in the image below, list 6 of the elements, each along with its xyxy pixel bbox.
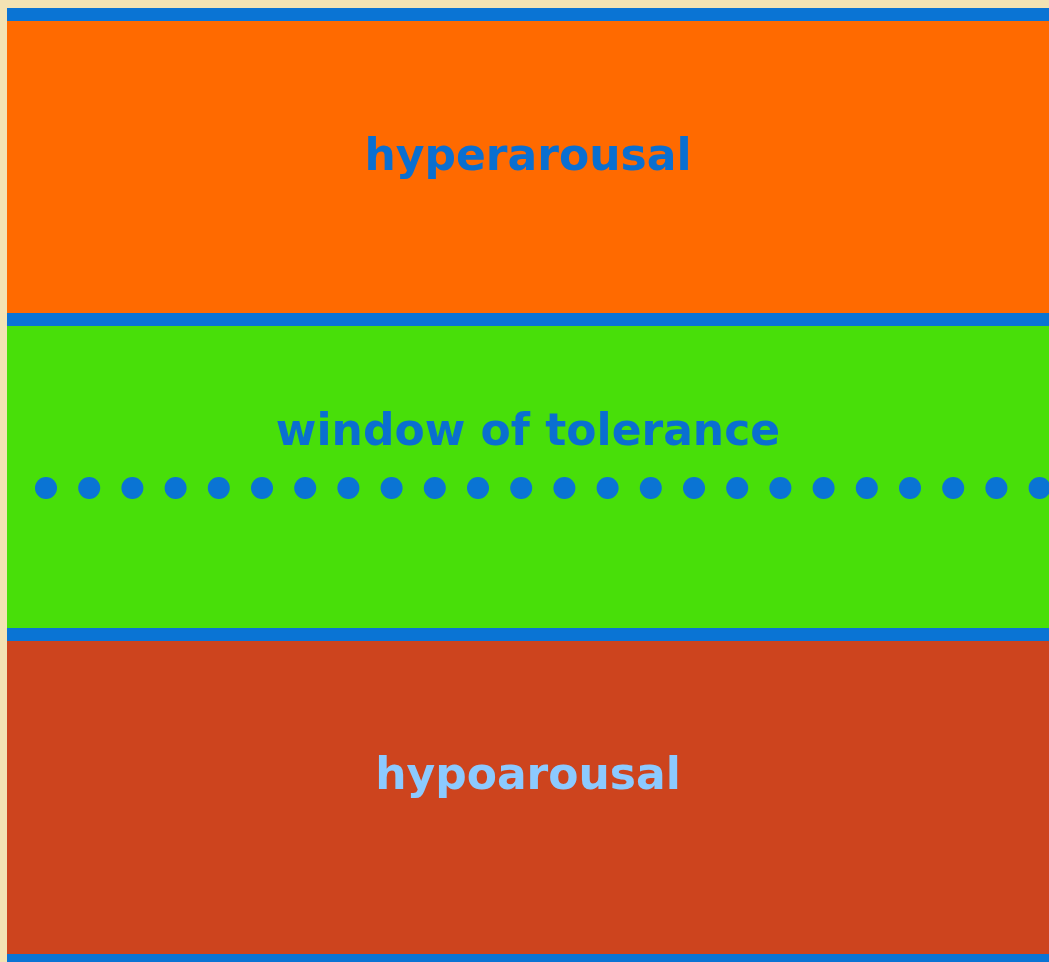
zone-label: hyperarousal <box>363 129 693 182</box>
zone-label: hypoarousal <box>374 748 682 801</box>
arousal-zone-band <box>7 313 1049 628</box>
zone-label: window of tolerance <box>274 404 782 457</box>
arousal-zone-band <box>7 628 1049 954</box>
arousal-zone-band <box>7 8 1049 313</box>
